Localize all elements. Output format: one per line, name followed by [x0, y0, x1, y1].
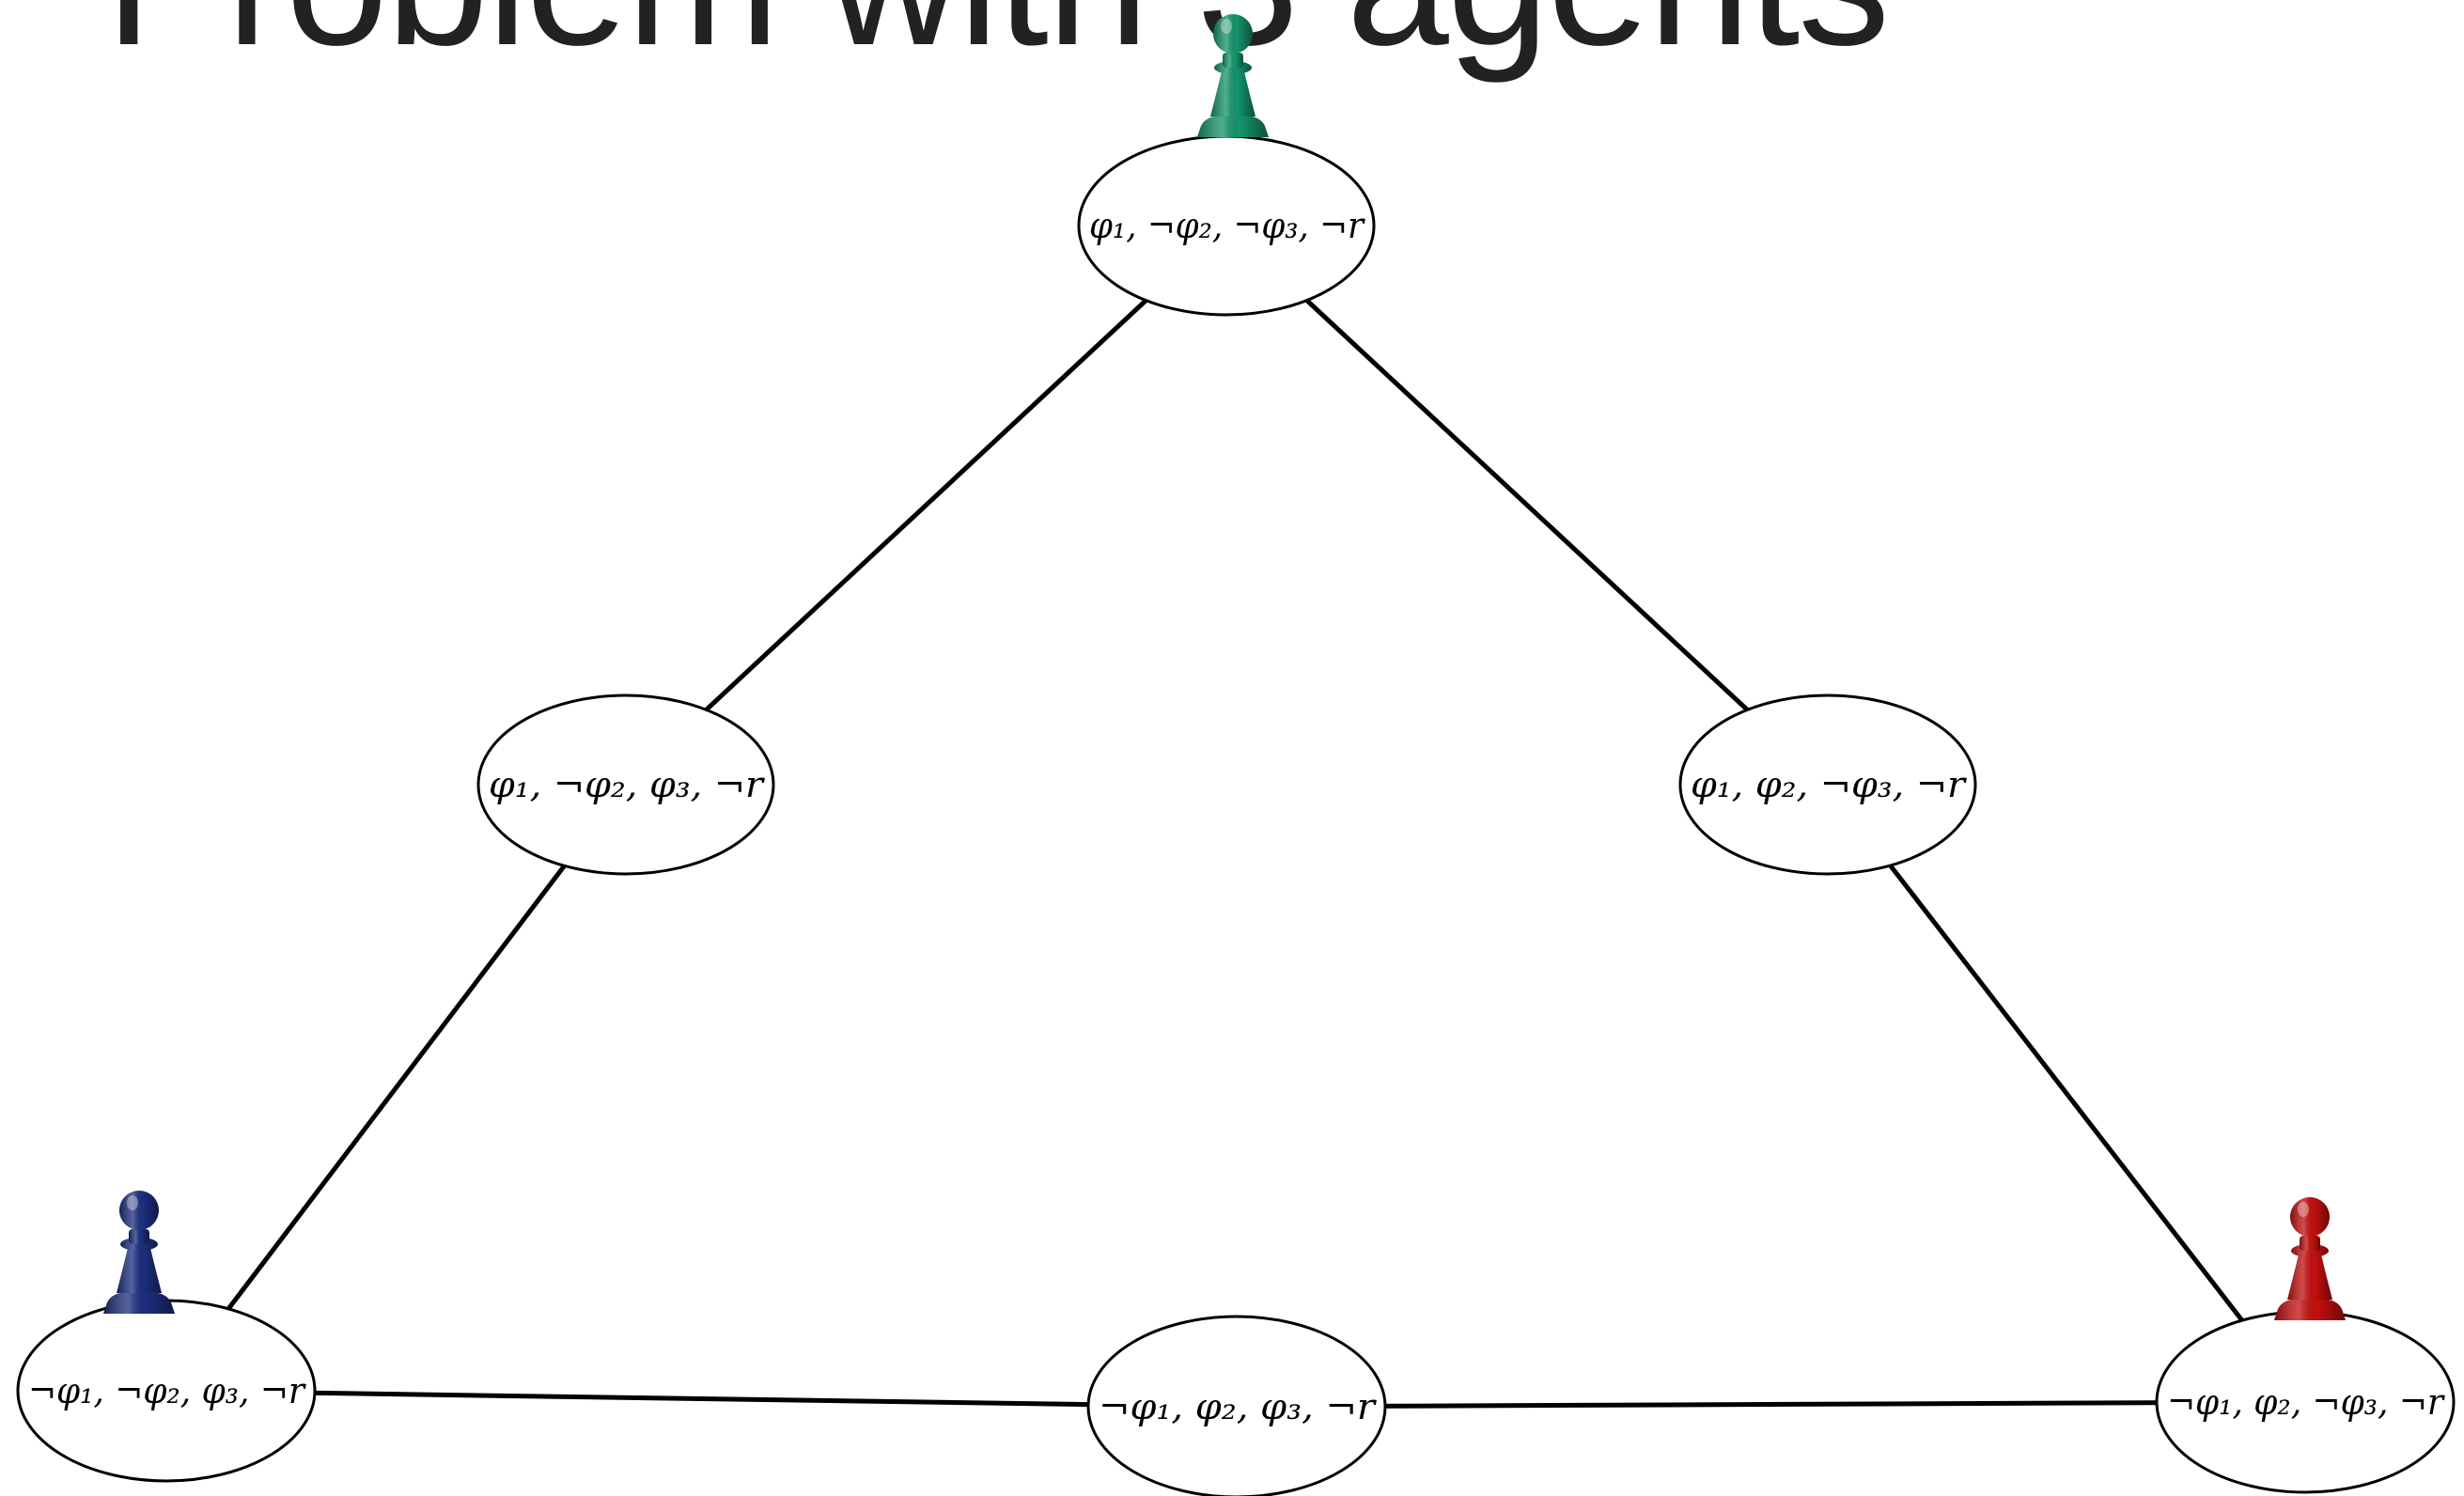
edges — [164, 224, 2307, 1410]
state-node-bottom-right: ¬φ₁, φ₂, ¬φ₃, ¬r — [2155, 1310, 2456, 1494]
state-node-ellipse — [1678, 693, 1977, 876]
state-node-top: φ₁, ¬φ₂, ¬φ₃, ¬r — [1077, 134, 1376, 317]
edge-bottom-left-to-bottom-mid — [165, 1388, 1238, 1410]
nodes: φ₁, ¬φ₂, ¬φ₃, ¬r φ₁, ¬φ₂, φ₃, ¬r φ₁, φ₂, ¬… — [16, 134, 2456, 1496]
state-node-label: φ₁, ¬φ₂, ¬φ₃, ¬r — [1089, 205, 1366, 246]
state-node-label: φ₁, ¬φ₂, φ₃, ¬r — [489, 764, 766, 805]
edge-top-to-mid-right — [1224, 224, 1830, 787]
state-node-bottom-mid: ¬φ₁, φ₂, φ₃, ¬r — [1086, 1315, 1387, 1496]
state-node-ellipse — [476, 693, 775, 876]
edge-bottom-mid-to-bottom-right — [1236, 1399, 2306, 1410]
edge-mid-right-to-bottom-right — [1826, 783, 2307, 1404]
slide-title: Problem with 3 agents — [105, 0, 1890, 73]
state-node-mid-left: φ₁, ¬φ₂, φ₃, ¬r — [476, 693, 775, 876]
green-pawn — [1197, 14, 1269, 137]
edge-mid-left-to-bottom-left — [164, 783, 628, 1393]
state-node-ellipse — [1086, 1315, 1387, 1496]
state-node-label: φ₁, φ₂, ¬φ₃, ¬r — [1691, 764, 1968, 805]
blue-pawn — [103, 1191, 175, 1314]
state-node-label: ¬φ₁, φ₂, φ₃, ¬r — [1099, 1386, 1378, 1427]
agents — [103, 14, 2346, 1320]
state-node-bottom-left: ¬φ₁, ¬φ₂, φ₃, ¬r — [16, 1299, 317, 1483]
edge-top-to-mid-left — [624, 224, 1228, 787]
state-node-label: ¬φ₁, φ₂, ¬φ₃, ¬r — [2167, 1381, 2446, 1423]
red-pawn — [2274, 1197, 2346, 1320]
state-node-label: ¬φ₁, ¬φ₂, φ₃, ¬r — [28, 1370, 307, 1411]
state-node-mid-right: φ₁, φ₂, ¬φ₃, ¬r — [1678, 693, 1977, 876]
